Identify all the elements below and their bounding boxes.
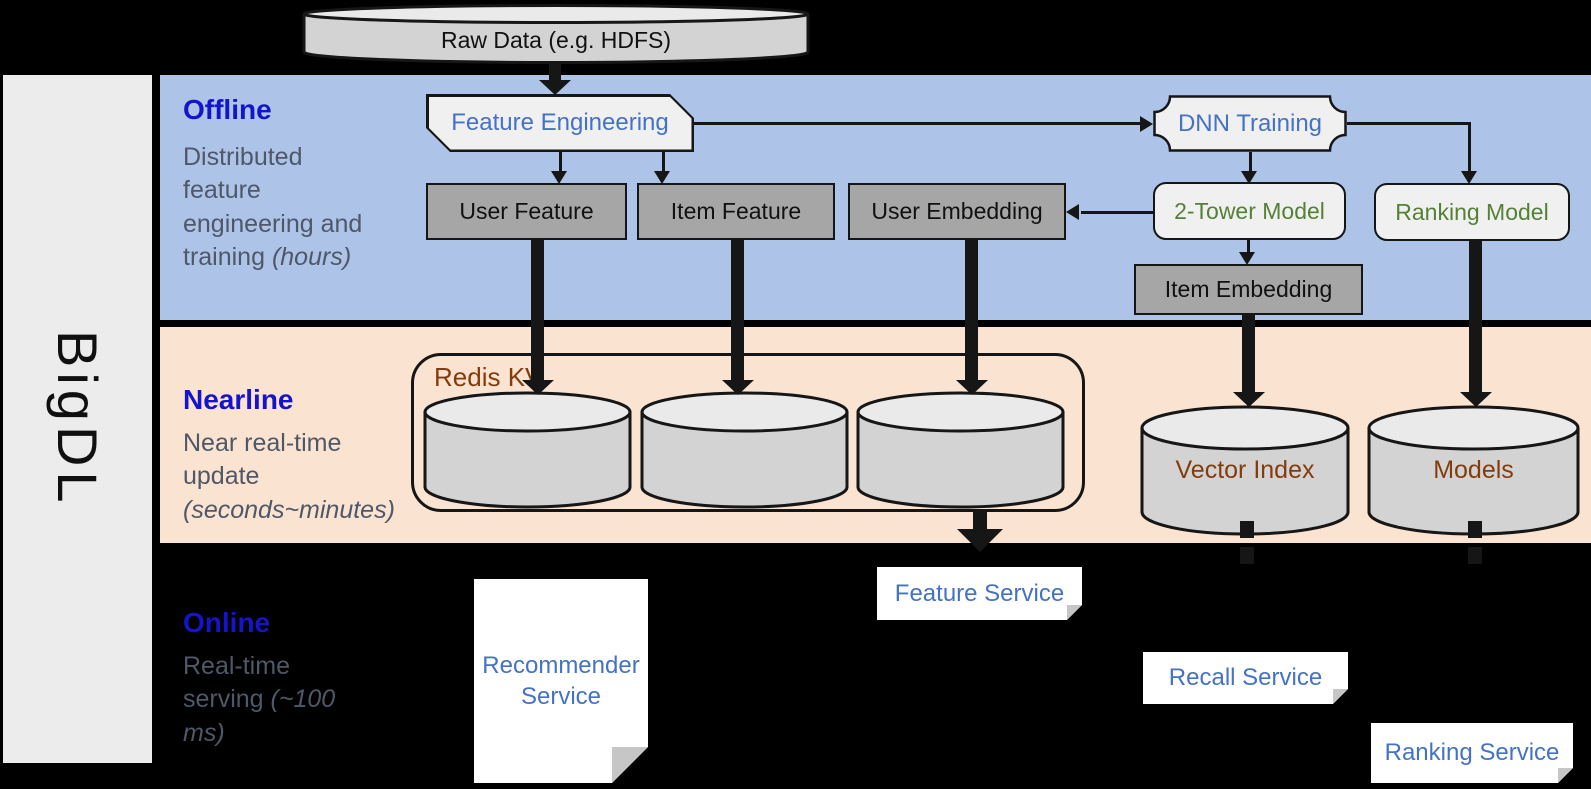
pipe-redis-to-featureservice: [973, 512, 987, 529]
arrowhead-fe-to-itemfeature: [654, 171, 670, 184]
arrowhead-rawdata-to-fe: [539, 80, 571, 95]
connector-dnn-to-ranking-v: [1468, 122, 1471, 172]
ranking-model-node: Ranking Model: [1374, 183, 1570, 241]
folded-corner-icon: [1067, 605, 1082, 620]
offline-description: Distributed feature engineering and trai…: [183, 141, 383, 274]
nearline-description: Near real-time update (seconds~minutes): [183, 427, 423, 527]
connector-fe-to-dnn: [694, 122, 1140, 125]
item-feature-node: Item Feature: [637, 183, 835, 240]
recall-service-node: Recall Service: [1143, 652, 1348, 704]
arrowhead-fe-to-userfeature: [551, 171, 567, 184]
pipehead-itemembedding-to-vectorindex: [1233, 392, 1265, 407]
feature-service-label: Feature Service: [894, 579, 1065, 607]
online-description-text: Real-time serving: [183, 652, 290, 714]
models-label: Models: [1433, 456, 1514, 484]
feature-engineering-label: Feature Engineering: [429, 97, 692, 150]
pipe-itemfeature-to-redis: [731, 239, 744, 380]
arrowhead-dnn-to-twotower: [1241, 171, 1257, 184]
feature-service-node: Feature Service: [877, 567, 1082, 620]
pipehead-itemfeature-to-redis: [722, 380, 754, 395]
pipe-userfeature-to-redis: [531, 239, 544, 380]
connector-rawdata-to-fe: [549, 64, 561, 81]
connector-dnn-to-twotower: [1249, 152, 1252, 172]
folded-corner-icon: [1558, 768, 1573, 783]
redis-cylinder-1: [423, 390, 632, 512]
bigdl-sidebar: BigDL: [3, 75, 152, 763]
raw-data-label: Raw Data (e.g. HDFS): [440, 27, 672, 53]
ranking-service-node: Ranking Service: [1371, 723, 1573, 783]
feature-engineering-node: Feature Engineering: [426, 94, 694, 152]
user-embedding-node: User Embedding: [848, 183, 1066, 240]
nearline-description-text: Near real-time update: [183, 429, 342, 491]
bigdl-logo-text: BigDL: [46, 330, 109, 508]
two-tower-model-node: 2-Tower Model: [1153, 182, 1346, 240]
redis-cylinder-2: [640, 390, 849, 512]
connector-twotower-to-itemembedding: [1247, 240, 1250, 254]
dashed-link-vectorindex-1: [1240, 521, 1254, 538]
pipehead-rankingmodel-to-models: [1460, 392, 1492, 407]
pipe-userembedding-to-redis: [965, 239, 978, 380]
arrowhead-dnn-to-ranking: [1461, 171, 1477, 184]
dnn-training-node: DNN Training: [1153, 95, 1347, 152]
connector-twotower-to-userembedding: [1081, 211, 1153, 214]
connector-dnn-to-ranking-h: [1347, 122, 1471, 125]
user-feature-node: User Feature: [426, 183, 627, 240]
pipehead-userfeature-to-redis: [522, 380, 554, 395]
nearline-description-italic: (seconds~minutes): [183, 495, 395, 524]
cylinder-icon: [1140, 405, 1350, 536]
vector-index-label: Vector Index: [1175, 456, 1315, 484]
pipehead-redis-to-featureservice: [957, 529, 1003, 552]
dashed-link-models-2: [1468, 547, 1482, 564]
online-description-italic: (~100 ms): [183, 685, 336, 747]
recommender-service-label: Recommender Service: [482, 651, 640, 710]
offline-description-italic: (hours): [271, 242, 352, 271]
folded-corner-icon: [1333, 689, 1348, 704]
redis-cylinder-3: [856, 390, 1065, 512]
offline-title: Offline: [183, 94, 272, 125]
plaque-shape: [1153, 95, 1347, 152]
models-store: Models: [1367, 404, 1580, 540]
vector-index-store: Vector Index: [1140, 404, 1350, 540]
nearline-title: Nearline: [183, 384, 294, 415]
online-title: Online: [183, 607, 271, 638]
arrowhead-fe-to-dnn: [1140, 116, 1153, 132]
pipe-rankingmodel-to-models: [1469, 241, 1482, 392]
cylinder-icon: [856, 391, 1065, 509]
cylinder-icon: [302, 4, 810, 64]
arrowhead-twotower-to-itemembedding: [1239, 252, 1255, 265]
offline-description-text: Distributed feature engineering and trai…: [183, 143, 363, 271]
online-description: Real-time serving (~100 ms): [183, 650, 363, 750]
ranking-service-label: Ranking Service: [1384, 739, 1560, 766]
arrowhead-twotower-to-userembedding: [1066, 204, 1079, 220]
cylinder-icon: [1367, 405, 1580, 536]
recommender-service-node: Recommender Service: [474, 579, 648, 783]
cylinder-icon: [640, 391, 849, 509]
connector-fe-to-itemfeature: [662, 152, 665, 172]
raw-data-store: Raw Data (e.g. HDFS): [302, 3, 810, 65]
pipehead-userembedding-to-redis: [956, 380, 988, 395]
item-embedding-node: Item Embedding: [1134, 264, 1363, 315]
cylinder-icon: [423, 391, 632, 509]
recall-service-label: Recall Service: [1168, 664, 1323, 691]
connector-fe-to-userfeature: [559, 152, 562, 172]
folded-corner-icon: [612, 747, 648, 783]
dashed-link-models-1: [1468, 521, 1482, 538]
dnn-training-label: DNN Training: [1177, 109, 1323, 137]
pipe-itemembedding-to-vectorindex: [1242, 315, 1255, 392]
dashed-link-vectorindex-2: [1240, 547, 1254, 564]
